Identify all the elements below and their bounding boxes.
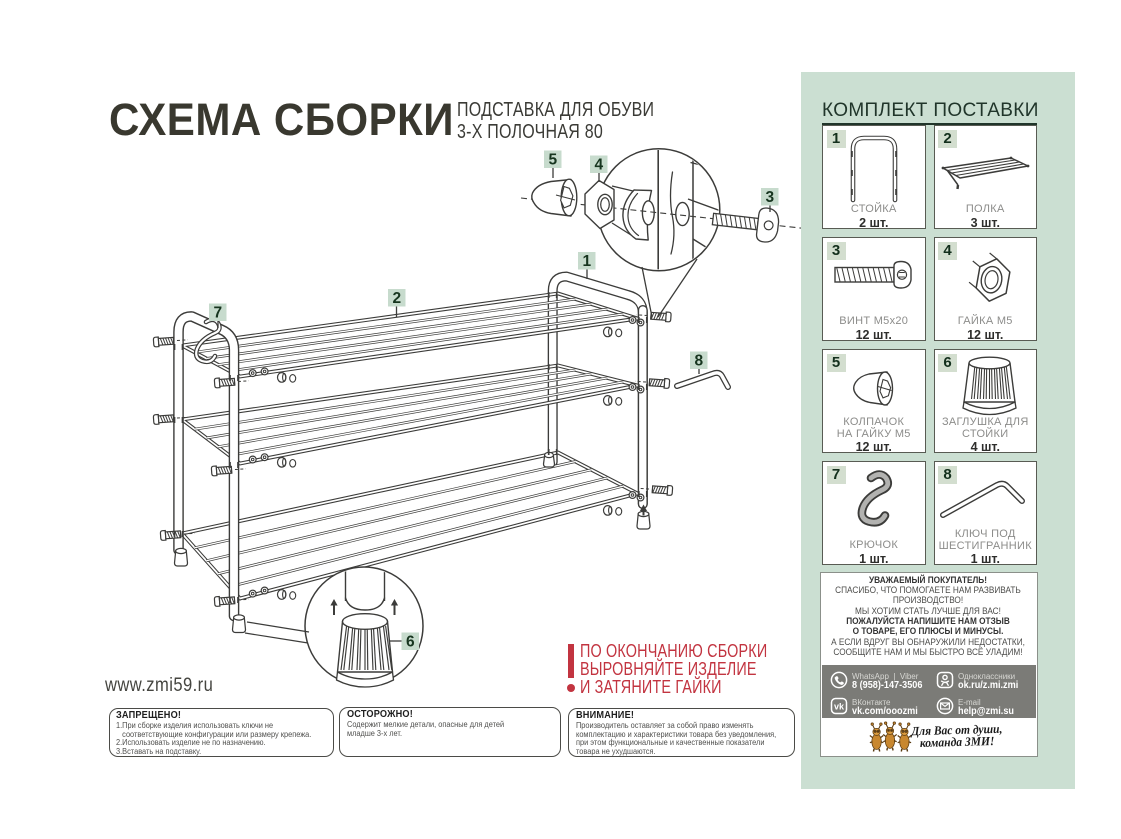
svg-text:3: 3 <box>765 189 774 206</box>
svg-text:7: 7 <box>213 305 222 322</box>
svg-text:8: 8 <box>694 353 703 370</box>
svg-text:5: 5 <box>548 152 557 169</box>
svg-text:4: 4 <box>594 157 603 174</box>
svg-text:vk: vk <box>834 702 845 712</box>
svg-text:2: 2 <box>392 290 401 307</box>
svg-text:1: 1 <box>582 253 591 270</box>
svg-text:6: 6 <box>406 634 415 651</box>
